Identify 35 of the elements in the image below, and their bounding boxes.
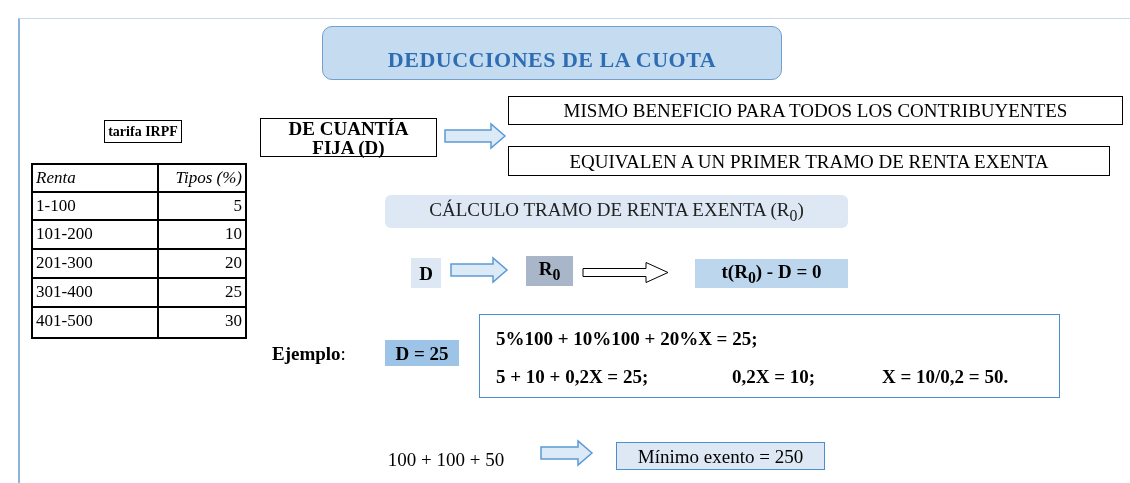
result-box <box>616 442 825 470</box>
table-header-cell: Renta <box>31 163 159 193</box>
box-text: R$_{0}$ <box>538 259 561 283</box>
statement-box <box>508 146 1110 176</box>
box-text: tarifa IRPF <box>108 124 178 139</box>
box-text: DE CUANTÍA FIJA (D) <box>287 118 410 157</box>
statement-box <box>508 96 1123 125</box>
equation-box <box>695 259 848 288</box>
box-text: D <box>419 263 433 283</box>
formula-box <box>479 314 1060 398</box>
variable-box <box>411 258 441 288</box>
table-cell: 30 <box>157 306 247 339</box>
formula-text: X = 10/0,2 = 50. <box>882 367 1009 386</box>
formula-text: 0,2X = 10; <box>732 367 816 386</box>
value-box <box>385 340 459 366</box>
sum-text: 100 + 100 + 50 <box>387 449 505 469</box>
category-box <box>260 118 437 157</box>
label-text: Ejemplo: <box>272 343 346 365</box>
box-text: D = 25 <box>395 343 449 363</box>
section-heading-box <box>385 195 848 228</box>
title-text: DEDUCCIONES DE LA CUOTA <box>387 49 717 71</box>
block-arrow <box>444 122 507 150</box>
block-arrow <box>582 262 669 283</box>
formula-text: 5%100 + 10%100 + 20%X = 25; <box>496 329 758 348</box>
block-arrow <box>540 439 594 467</box>
box-text: t(R$_{0}$) - D = 0 <box>721 261 822 286</box>
box-text: MISMO BENEFICIO PARA TODOS LOS CONTRIBUYENTES <box>563 101 1068 120</box>
variable-box <box>526 256 573 286</box>
table-header-cell: Tipos (%) <box>157 163 247 193</box>
box-text: EQUIVALEN A UN PRIMER TRAMO DE RENTA EXENTA <box>569 151 1049 171</box>
box-text: Mínimo exento = 250 <box>637 446 804 466</box>
block-arrow <box>450 256 509 284</box>
formula-text: 5 + 10 + 0,2X = 25; <box>496 367 649 386</box>
box-text: CÁLCULO TRAMO DE RENTA EXENTA (R$_{0}$) <box>429 199 804 224</box>
table-cell: 401-500 <box>31 306 159 339</box>
